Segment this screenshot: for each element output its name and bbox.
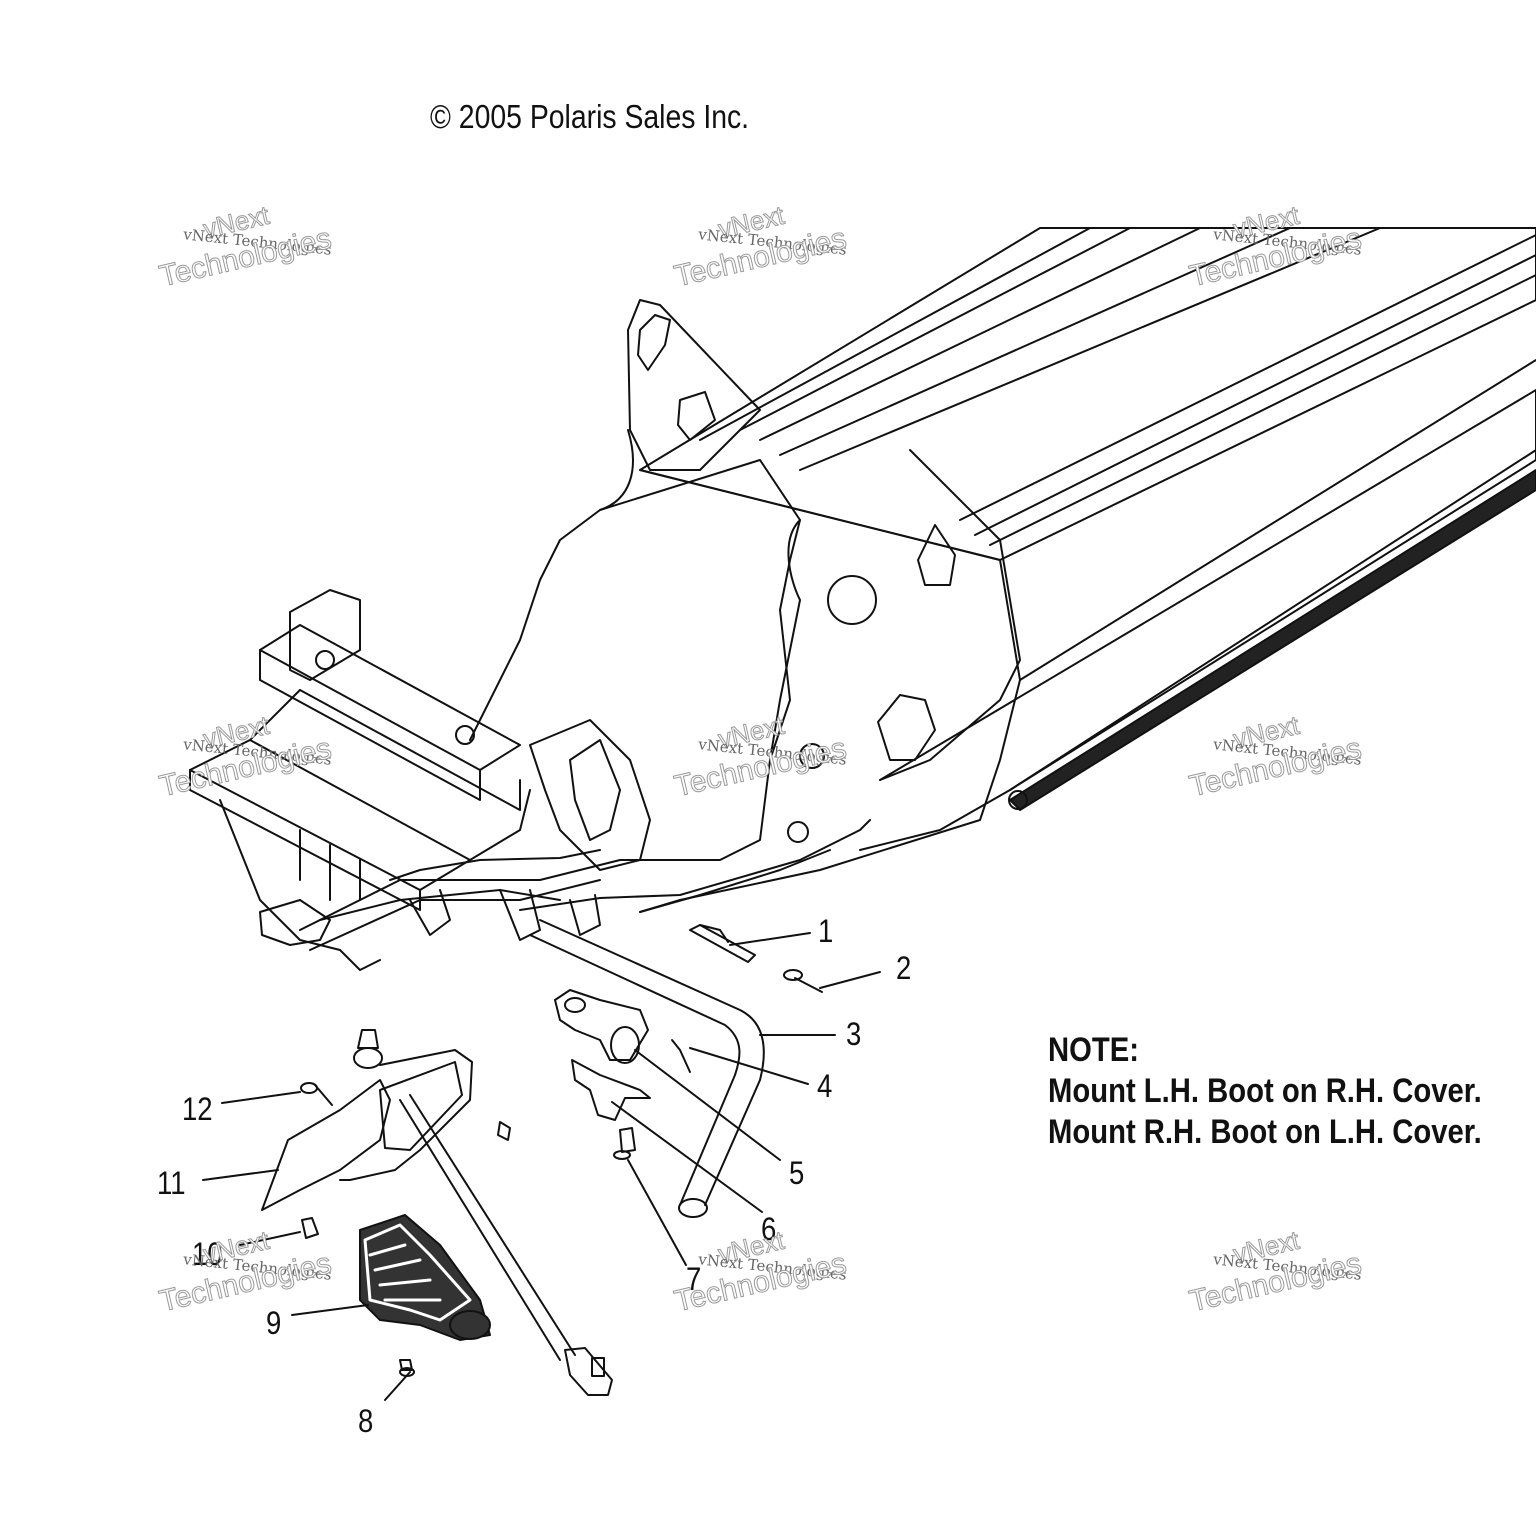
callout-7: 7 — [686, 1261, 702, 1297]
spindle-assembly — [261, 1029, 613, 1396]
clamp-parts — [497, 924, 823, 1160]
callout-5: 5 — [789, 1155, 805, 1191]
note-title: NOTE: — [1048, 1031, 1139, 1069]
callout-12: 12 — [182, 1091, 213, 1127]
callout-8: 8 — [358, 1403, 374, 1439]
copyright-text: © 2005 Polaris Sales Inc. — [430, 98, 750, 135]
front-bulkhead — [189, 589, 621, 971]
callout-1: 1 — [818, 913, 834, 949]
note-line-1: Mount L.H. Boot on R.H. Cover. — [1048, 1072, 1482, 1110]
callout-10: 10 — [192, 1236, 223, 1272]
callout-3: 3 — [846, 1016, 862, 1052]
callout-11: 11 — [157, 1165, 186, 1201]
leader-lines — [202, 932, 881, 1401]
callout-6: 6 — [761, 1211, 777, 1247]
callout-9: 9 — [266, 1305, 282, 1341]
callout-2: 2 — [896, 950, 912, 986]
chassis-tunnel — [469, 227, 1536, 913]
mounting-note: NOTE: Mount L.H. Boot on R.H. Cover. Mou… — [1048, 1030, 1482, 1153]
note-line-2: Mount R.H. Boot on L.H. Cover. — [1048, 1113, 1482, 1151]
callout-4: 4 — [817, 1068, 833, 1104]
steering-arm — [529, 919, 765, 1218]
